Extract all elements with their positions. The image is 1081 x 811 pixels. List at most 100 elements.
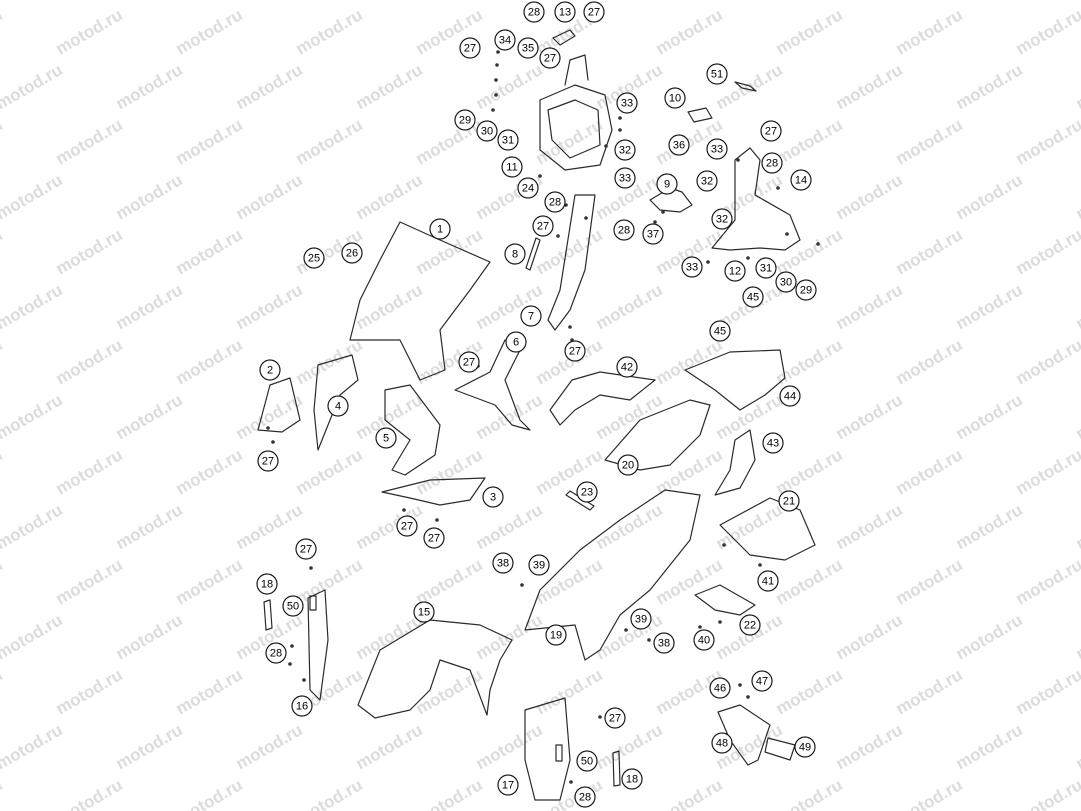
bolt-marker [706,260,710,264]
watermark-text: motod.ru [413,555,486,608]
callout-35: 35 [517,37,539,59]
watermark-text: motod.ru [0,225,6,278]
callout-number: 25 [308,253,320,265]
part-4-panel [313,354,359,451]
watermark-text: motod.ru [893,5,966,58]
part-10-clip [687,107,713,123]
callout-number: 28 [528,7,540,19]
callout-circle [545,624,567,646]
callout-12: 12 [724,260,746,282]
watermark-text: motod.ru [0,115,6,168]
callout-number: 38 [497,558,509,570]
watermark-text: motod.ru [53,5,126,58]
watermark-text: motod.ru [653,555,726,608]
callout-31: 31 [755,257,777,279]
callout-circle [423,527,445,549]
callout-circle [790,169,812,191]
callout-number: 3 [490,492,496,504]
callout-number: 27 [609,713,621,725]
watermark-text: motod.ru [173,555,246,608]
callout-28: 28 [544,191,566,213]
bolt-marker [647,638,651,642]
watermark-text: motod.ru [1013,665,1081,718]
callout-circle [724,260,746,282]
callout-number: 27 [428,533,440,545]
callout-circle [616,92,638,114]
bolt-marker [698,625,702,629]
watermark-text: motod.ru [1013,775,1081,811]
callout-number: 48 [716,738,728,750]
watermark-text: motod.ru [53,555,126,608]
callout-circle [656,173,678,195]
callout-22: 22 [739,614,761,636]
part-42-handle [549,371,656,426]
callout-21: 21 [778,490,800,512]
part-6-bracket [454,339,531,431]
watermark-text: motod.ru [0,280,66,333]
watermark-text: motod.ru [173,445,246,498]
part-8-pin [525,237,541,271]
watermark-text: motod.ru [773,335,846,388]
watermark-text: motod.ru [473,60,546,113]
part-44-tail [684,349,786,411]
callout-27: 27 [295,538,317,560]
watermark-text: motod.ru [893,555,966,608]
bolt-marker [618,116,622,120]
callout-circle [757,570,779,592]
callout-40: 40 [693,629,715,651]
bolt-marker [568,325,572,329]
watermark-text: motod.ru [413,445,486,498]
callout-number: 30 [481,126,493,138]
callout-circle [544,191,566,213]
callout-circle [576,750,598,772]
callout-circle [621,768,643,790]
watermark-text: motod.ru [0,610,66,663]
watermark-text: motod.ru [353,720,426,773]
callout-20: 20 [617,454,639,476]
callout-number: 10 [669,93,681,105]
callout-circle [482,486,504,508]
watermark-text: motod.ru [353,170,426,223]
bolt-marker [722,543,726,547]
callout-circle [501,156,523,178]
watermark-text: motod.ru [113,500,186,553]
callout-circle [760,120,782,142]
watermark-text: motod.ru [1013,335,1081,388]
callout-7: 7 [520,305,542,327]
watermark-text: motod.ru [833,0,906,3]
callout-circle [574,786,596,808]
callout-33: 33 [681,256,703,278]
bolt-marker [288,662,292,666]
watermark-text: motod.ru [593,610,666,663]
callout-circle [709,677,731,699]
part-20-tail-cover [604,399,711,471]
callout-circle [375,427,397,449]
watermark-text: motod.ru [0,445,6,498]
callout-number: 37 [647,229,659,241]
bolt-marker [598,715,602,719]
callout-29: 29 [454,109,476,131]
callout-6: 6 [505,331,527,353]
callout-number: 27 [569,346,581,358]
part-2-panel [257,377,301,433]
watermark-text: motod.ru [473,500,546,553]
bolt-marker [604,144,608,148]
watermark-text: motod.ru [953,0,1026,3]
watermark-text: motod.ru [953,720,1026,773]
callout-number: 20 [622,460,634,472]
watermark-text: motod.ru [773,115,846,168]
callout-circle [458,351,480,373]
callout-39: 39 [528,554,550,576]
callout-circle [706,63,728,85]
callout-number: 14 [795,175,807,187]
callout-38: 38 [653,632,675,654]
watermark-text: motod.ru [773,555,846,608]
watermark-text: motod.ru [113,170,186,223]
callout-circle [775,271,797,293]
callout-circle [528,554,550,576]
watermark-text: motod.ru [293,115,366,168]
callout-circle [396,515,418,537]
watermark-text: motod.ru [833,280,906,333]
callout-37: 37 [642,223,664,245]
callout-27: 27 [760,120,782,142]
